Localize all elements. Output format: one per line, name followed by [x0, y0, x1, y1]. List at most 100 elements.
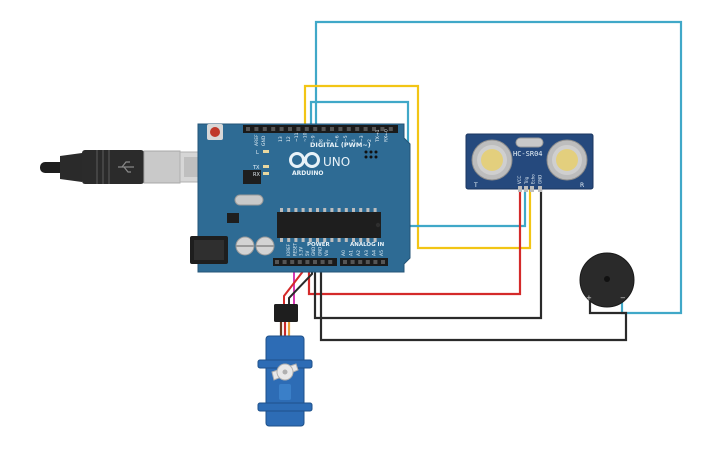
wire-sensor-gnd	[313, 184, 543, 320]
transducer-right	[546, 139, 588, 181]
header-hole	[328, 260, 333, 264]
header-hole	[372, 127, 376, 131]
header-hole	[297, 260, 302, 264]
analog-pin-label: A0	[341, 250, 347, 256]
power-label: POWER	[307, 242, 331, 248]
servo-horn-icon	[271, 363, 299, 381]
header-hole	[355, 127, 360, 131]
chip-pin	[301, 208, 305, 212]
header-hole	[388, 127, 393, 131]
chip-pin	[294, 208, 298, 212]
sensor-pin-vcc	[518, 186, 522, 192]
chip-pin	[359, 238, 363, 242]
power-pin-label: RESET	[292, 243, 297, 256]
analog-pin-label: A4	[371, 250, 377, 256]
sensor-pin-label: Trig	[524, 176, 529, 185]
bottom-header-holes	[275, 260, 385, 264]
chip-pin	[323, 238, 327, 242]
digital-pin-label: 12	[286, 136, 292, 142]
digital-pin-label: 4	[351, 139, 357, 142]
header-hole	[313, 127, 318, 131]
sensor-corner-right: R	[580, 182, 584, 189]
chip-pin	[366, 208, 370, 212]
sensor-pin-echo	[530, 186, 534, 192]
led-tx	[263, 165, 269, 168]
chip-pin	[316, 208, 319, 212]
power-pin-label: 3.3V	[299, 247, 304, 256]
arduino-model: UNO	[323, 155, 350, 169]
buzzer-minus-label: −	[620, 294, 626, 302]
led-label-tx: TX	[252, 165, 260, 171]
chip-pin	[373, 208, 377, 212]
wire-trig	[303, 84, 532, 250]
chip-pin	[308, 238, 312, 242]
transducer-left	[471, 139, 513, 181]
power-pin-label: 5V	[305, 250, 310, 256]
piezo-buzzer: + −	[579, 252, 635, 308]
digital-pin-label: ~5	[343, 135, 349, 142]
digital-pin-label: 7	[327, 139, 333, 142]
sensor-corner-left: T	[473, 182, 478, 189]
icsp-header	[364, 150, 378, 159]
servo-body	[265, 335, 305, 427]
transducer-right-mesh	[556, 149, 578, 171]
digital-pin-label: ~9	[310, 135, 316, 142]
arduino-logo-icon	[289, 152, 320, 168]
digital-label: DIGITAL (PWM~)	[310, 141, 371, 149]
usb-plug-ridge-3	[108, 150, 110, 184]
header-hole	[380, 127, 385, 131]
usb-strain-relief	[60, 153, 82, 182]
servo-spline	[279, 384, 291, 400]
header-hole	[363, 127, 368, 131]
header-hole	[346, 127, 351, 131]
digital-pin-label: 2	[367, 139, 373, 142]
header-hole	[365, 260, 370, 264]
chip-pin	[280, 238, 283, 242]
chip-pin	[352, 238, 355, 242]
chip-pin	[337, 208, 341, 212]
led-l	[263, 150, 269, 153]
digital-pin-label: ~6	[335, 135, 341, 142]
header-hole	[275, 260, 279, 264]
arduino-pcb	[197, 123, 411, 273]
chip-pin	[330, 238, 334, 242]
usb-chip	[243, 170, 261, 184]
header-hole	[246, 127, 250, 131]
header-hole	[343, 260, 347, 264]
header-hole	[290, 260, 295, 264]
chip-pin	[308, 208, 312, 212]
digital-header	[243, 125, 398, 133]
sensor-pin-trig	[524, 186, 528, 192]
analog-pin-label: A2	[356, 250, 362, 256]
aref-label: AREF	[254, 134, 260, 146]
sensor-pin-label: Echo	[531, 174, 536, 184]
led-rx	[263, 172, 269, 175]
power-pin-label: GND	[318, 247, 323, 256]
voltage-regulator	[227, 213, 239, 223]
status-leds: L TX RX	[252, 150, 269, 178]
header-hole	[271, 127, 276, 131]
reset-button-cap[interactable]	[210, 127, 220, 137]
digital-pin-label: TX→1	[375, 129, 381, 143]
sensor-crystal	[515, 137, 544, 148]
analog-pin-label: A3	[364, 250, 370, 256]
header-hole	[381, 260, 385, 264]
header-hole	[373, 260, 378, 264]
sensor-pin-gnd	[538, 186, 542, 192]
header-hole	[279, 127, 284, 131]
servo-connector	[274, 304, 298, 322]
header-hole	[282, 260, 287, 264]
wire-buzzer-gnd	[319, 258, 628, 342]
header-hole	[350, 260, 355, 264]
servo-horn-screw	[282, 369, 288, 375]
usb-plug-ridge-2	[102, 150, 104, 184]
digital-pin-label: ~11	[294, 132, 300, 142]
wires	[283, 20, 683, 342]
sensor-pin-label: VCC	[517, 175, 522, 184]
crystal-oscillator	[234, 194, 264, 206]
